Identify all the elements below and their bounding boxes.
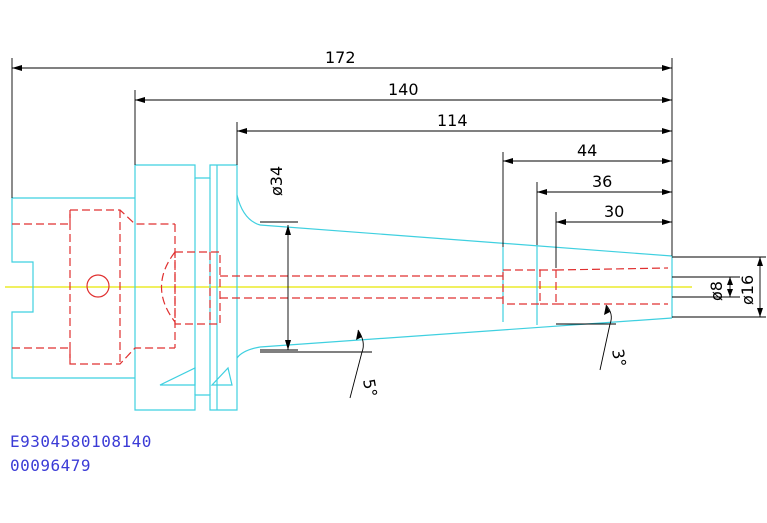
part-code: E9304580108140	[10, 432, 152, 451]
dimension-114: 114	[437, 111, 468, 130]
dimension-30: 30	[604, 202, 624, 221]
dimension-172: 172	[325, 48, 356, 67]
diameter-8: ø8	[707, 281, 726, 301]
serial-number: 00096479	[10, 456, 92, 475]
dimension-36: 36	[592, 172, 612, 191]
dimension-140: 140	[388, 80, 419, 99]
arrowheads	[12, 65, 763, 350]
angle-5: 5°	[359, 377, 381, 398]
dimension-lines	[11, 58, 766, 399]
dimension-44: 44	[577, 141, 597, 160]
diameter-16: ø16	[738, 275, 757, 305]
cross-hole	[86, 274, 110, 298]
tool-holder-outline	[11, 164, 673, 411]
angle-3: 3°	[608, 347, 630, 368]
diameter-34: ø34	[267, 166, 286, 196]
hidden-lines	[12, 209, 669, 365]
